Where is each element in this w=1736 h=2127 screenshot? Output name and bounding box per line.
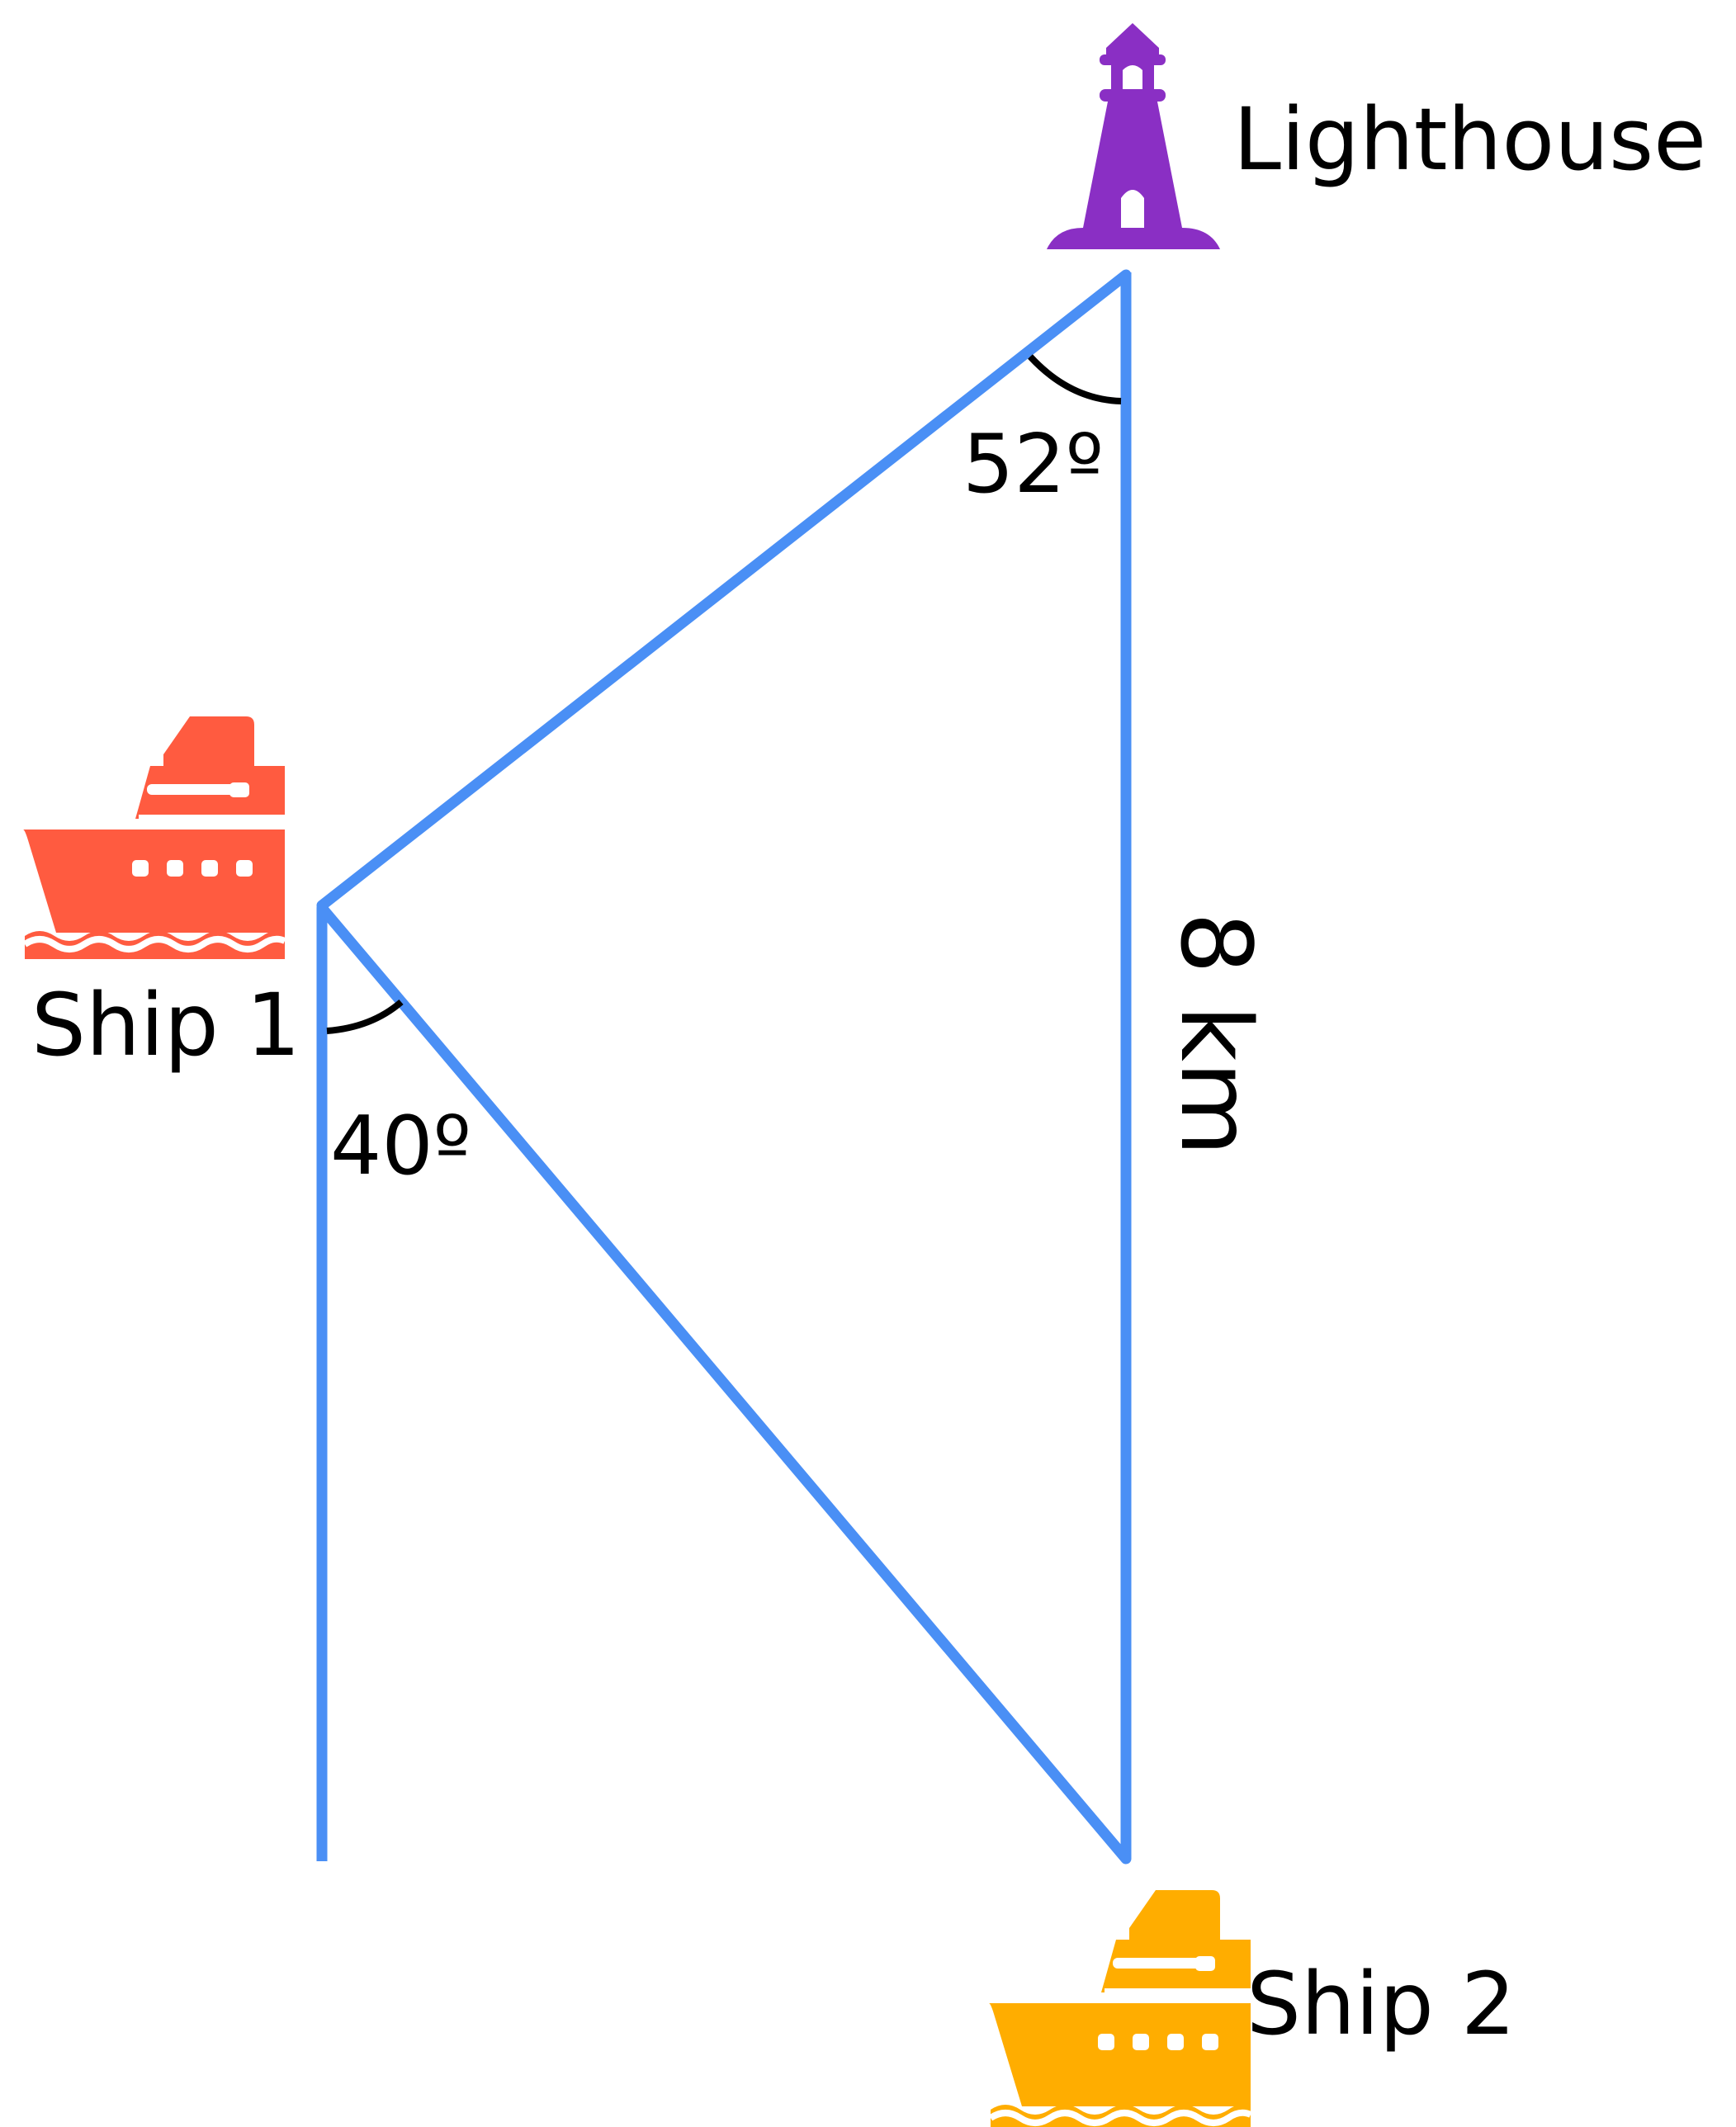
angle-lighthouse-label: 52º [963, 418, 1104, 512]
ship2-label: Ship 2 [1246, 1954, 1516, 2054]
lighthouse-label: Lighthouse [1233, 89, 1706, 190]
lighthouse-icon [1047, 23, 1220, 249]
ship1-icon [22, 716, 287, 959]
angle-ship1-label: 40º [330, 1099, 471, 1193]
ship1-to-lighthouse-line [316, 269, 1132, 911]
ship1-angle-arc [326, 999, 404, 1034]
ship1-to-ship2-line [316, 902, 1132, 1865]
ship2-icon [988, 1890, 1253, 2127]
distance-label: 8 km [1159, 912, 1273, 1156]
ship1-label: Ship 1 [31, 975, 300, 1075]
lighthouse-angle-arc [1028, 354, 1122, 404]
